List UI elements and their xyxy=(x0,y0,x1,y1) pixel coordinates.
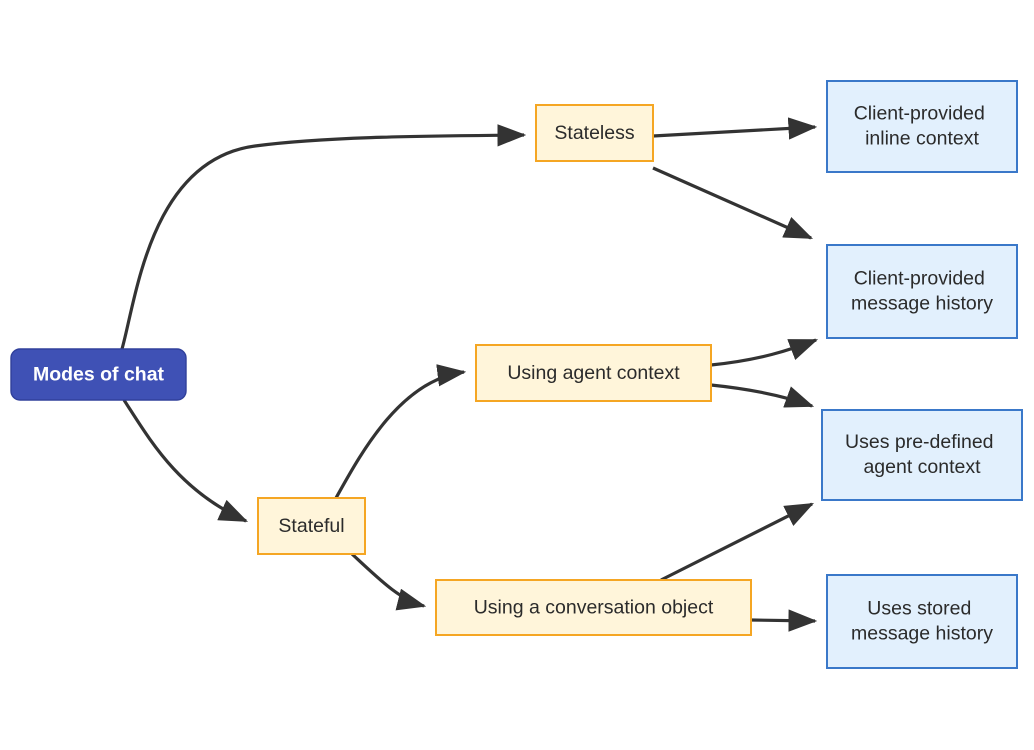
edge-stateful-to-agent-context xyxy=(334,364,467,499)
node-using-agent-context-label: Using agent context xyxy=(507,362,680,384)
node-stateful[interactable]: Stateful xyxy=(257,497,366,555)
node-client-provided-message-history-shape[interactable] xyxy=(826,244,1018,339)
node-using-a-conversation-object-shape[interactable] xyxy=(435,579,752,636)
leaf-line-1: Client-provided xyxy=(854,268,985,290)
leaf-line-1: Uses stored xyxy=(867,598,971,620)
node-client-provided-inline-context[interactable]: Client-provided inline context xyxy=(826,80,1018,173)
node-uses-pre-defined-agent-context-label: Uses pre-defined agent context xyxy=(845,431,999,478)
edge-agent-context-to-message-history xyxy=(710,338,819,367)
node-stateful-label: Stateful xyxy=(278,515,344,537)
node-using-a-conversation-object-label: Using a conversation object xyxy=(474,597,714,619)
node-client-provided-message-history-label: Client-provided message history xyxy=(851,268,993,315)
edge-group xyxy=(120,117,819,632)
edge-root-to-stateless xyxy=(120,124,527,350)
node-uses-stored-message-history[interactable]: Uses stored message history xyxy=(826,574,1018,669)
leaf-line-2: inline context xyxy=(865,128,979,150)
leaf-line-2: agent context xyxy=(863,456,981,478)
node-client-provided-inline-context-shape[interactable] xyxy=(826,80,1018,173)
edge-conversation-object-to-predefined-agent-context xyxy=(660,502,815,582)
node-uses-stored-message-history-shape[interactable] xyxy=(826,574,1018,669)
node-uses-stored-message-history-label: Uses stored message history xyxy=(851,598,993,645)
leaf-line-1: Client-provided xyxy=(854,103,985,125)
node-using-agent-context[interactable]: Using agent context xyxy=(475,344,712,402)
edge-conversation-object-to-stored-message-history xyxy=(750,609,818,632)
leaf-line-1: Uses pre-defined xyxy=(845,431,994,453)
node-stateless-label: Stateless xyxy=(554,122,634,144)
node-stateless-shape[interactable] xyxy=(535,104,654,162)
node-client-provided-message-history[interactable]: Client-provided message history xyxy=(826,244,1018,339)
node-using-agent-context-shape[interactable] xyxy=(475,344,712,402)
edge-stateless-to-message-history xyxy=(652,166,814,240)
node-stateless[interactable]: Stateless xyxy=(535,104,654,162)
node-using-a-conversation-object[interactable]: Using a conversation object xyxy=(435,579,752,636)
edge-stateless-to-inline-context xyxy=(652,117,818,140)
node-uses-pre-defined-agent-context[interactable]: Uses pre-defined agent context xyxy=(821,409,1023,501)
edge-agent-context-to-predefined-agent-context xyxy=(710,383,815,408)
node-uses-pre-defined-agent-context-shape[interactable] xyxy=(821,409,1023,501)
edge-stateful-to-conversation-object xyxy=(350,552,427,611)
leaf-line-2: message history xyxy=(851,293,993,315)
node-client-provided-inline-context-label: Client-provided inline context xyxy=(854,103,991,150)
node-stateful-shape[interactable] xyxy=(257,497,366,555)
node-modes-of-chat-shape[interactable] xyxy=(10,348,187,401)
node-modes-of-chat[interactable]: Modes of chat xyxy=(10,348,187,401)
edge-root-to-stateful xyxy=(122,399,249,523)
leaf-line-2: message history xyxy=(851,623,993,645)
node-modes-of-chat-label: Modes of chat xyxy=(33,364,165,386)
